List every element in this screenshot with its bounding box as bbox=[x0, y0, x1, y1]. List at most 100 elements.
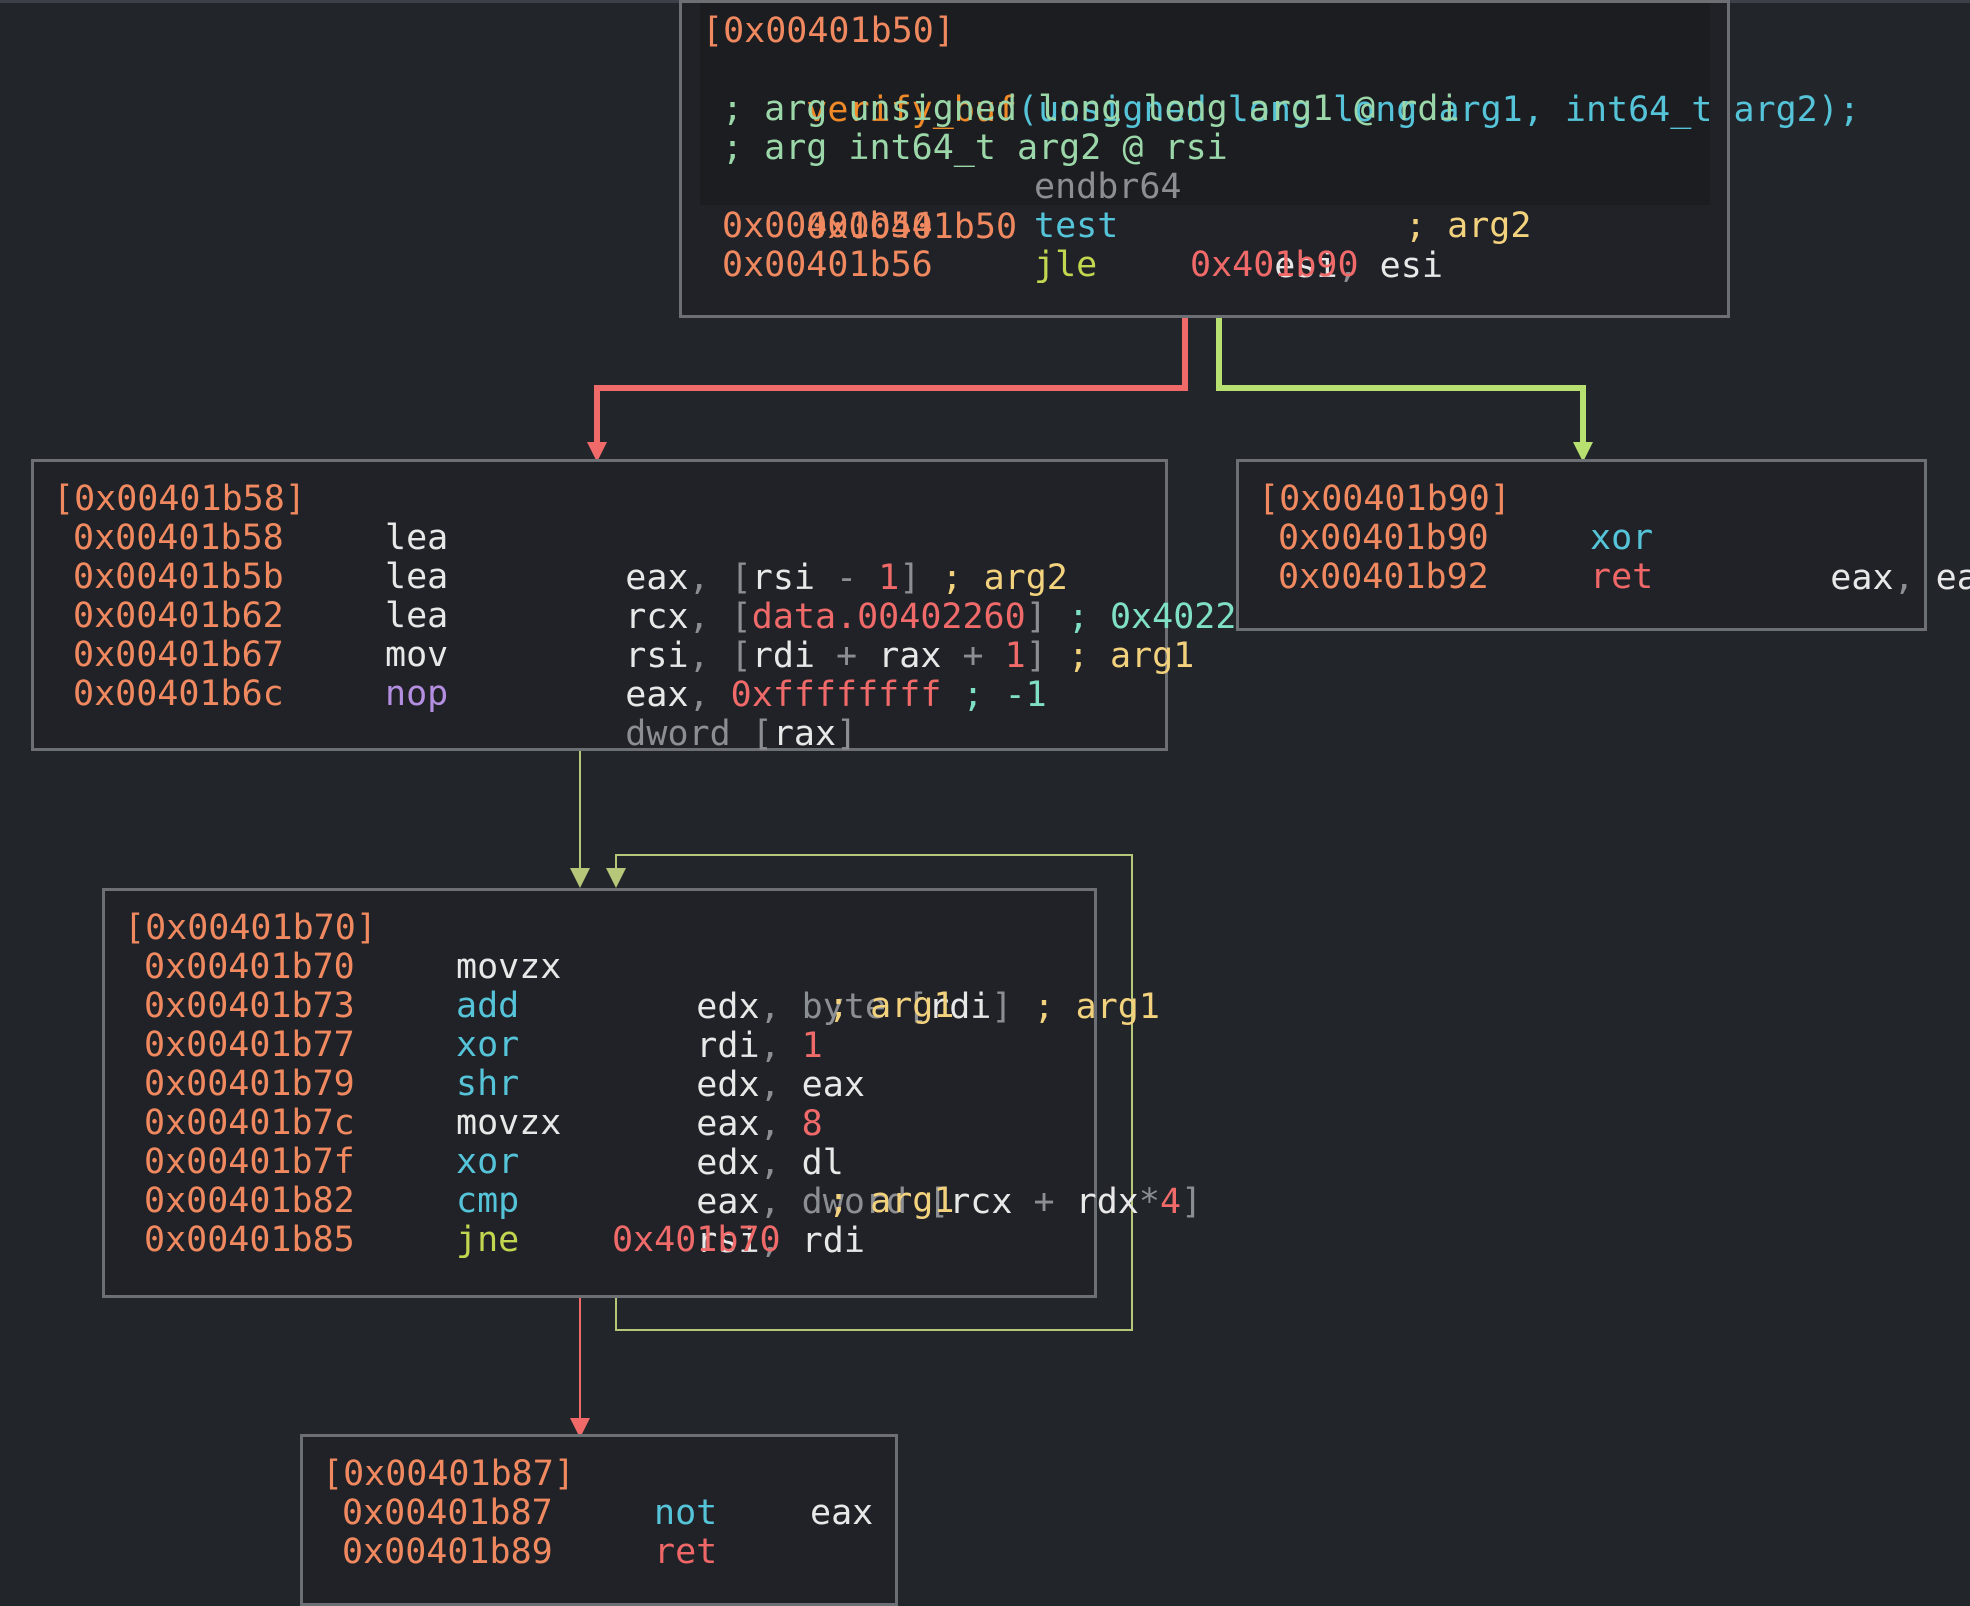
immediate: 0xffffffff bbox=[730, 675, 942, 715]
operand-separator: , bbox=[759, 1221, 781, 1261]
instruction-address[interactable]: 0x00401b82 bbox=[144, 1181, 355, 1221]
instruction-address[interactable]: 0x00401b6c bbox=[73, 674, 284, 714]
operand: rsi bbox=[696, 1221, 760, 1261]
operand: rax bbox=[878, 636, 942, 676]
size-specifier: dword bbox=[625, 714, 731, 754]
function-name[interactable]: verify_buf bbox=[806, 90, 1018, 130]
block-header: [0x00401b70] bbox=[124, 908, 377, 948]
instruction-address[interactable]: 0x00401b79 bbox=[144, 1064, 355, 1104]
instruction-address[interactable]: 0x00401b90 bbox=[1278, 518, 1489, 558]
operand: eax bbox=[801, 1065, 865, 1105]
instruction-comment: ; arg1 bbox=[1033, 987, 1160, 1027]
bracket: [ bbox=[928, 1182, 950, 1222]
instruction-mnemonic: xor bbox=[456, 1025, 520, 1065]
operand: rdi bbox=[751, 636, 815, 676]
operand: rdi bbox=[928, 987, 992, 1027]
operand: rsi bbox=[625, 636, 689, 676]
instruction-operands: rdi, 1 bbox=[612, 986, 822, 1106]
instruction-address[interactable]: 0x00401b85 bbox=[144, 1220, 355, 1260]
operand: rdx bbox=[1075, 1182, 1139, 1222]
instruction-operands: eax, 8 bbox=[612, 1064, 823, 1184]
arg-comment: ; arg int64_t arg2 @ rsi bbox=[722, 128, 1228, 168]
instruction-mnemonic: cmp bbox=[456, 1181, 520, 1221]
instruction-address[interactable]: 0x00401b56 bbox=[722, 245, 933, 285]
instruction-mnemonic: nop bbox=[385, 674, 449, 714]
operand-separator: , bbox=[759, 1182, 781, 1222]
block-header: [0x00401b87] bbox=[322, 1454, 575, 1494]
operand: rdi bbox=[696, 1026, 760, 1066]
instruction-address[interactable]: 0x00401b87 bbox=[342, 1493, 553, 1533]
block-header: [0x00401b50] bbox=[702, 11, 955, 51]
immediate: 4 bbox=[1159, 1182, 1182, 1222]
bracket: [ bbox=[751, 714, 773, 754]
bracket: ] bbox=[899, 558, 921, 598]
operand-separator: , bbox=[1337, 246, 1359, 286]
instruction-operands: eax, eax bbox=[1746, 518, 1970, 638]
operator: + bbox=[1033, 1182, 1055, 1222]
instruction-address[interactable]: 0x00401b92 bbox=[1278, 557, 1489, 597]
operand: rcx bbox=[949, 1182, 1013, 1222]
operand-separator: , bbox=[759, 1065, 781, 1105]
instruction-operands: rsi, rdi bbox=[612, 1181, 865, 1301]
instruction-comment: ; -1 bbox=[962, 675, 1047, 715]
instruction-mnemonic: movzx bbox=[456, 1103, 562, 1143]
edge-loop-b70 bbox=[615, 854, 1133, 1331]
instruction-address[interactable]: 0x00401b73 bbox=[144, 986, 355, 1026]
block-0x00401b70[interactable]: [0x00401b70] 0x00401b70 movzx edx, byte … bbox=[102, 888, 1202, 1301]
instruction-address[interactable]: 0x00401b67 bbox=[73, 635, 284, 675]
edge-true-b50-to-b90 bbox=[1216, 315, 1586, 445]
bracket: ] bbox=[836, 714, 858, 754]
jump-target[interactable]: 0x401b70 bbox=[612, 1220, 781, 1260]
operand: eax bbox=[625, 675, 689, 715]
instruction-address[interactable]: 0x00401b89 bbox=[342, 1532, 553, 1572]
operand: edx bbox=[696, 987, 760, 1027]
operand-separator: , bbox=[688, 636, 710, 676]
instruction-address[interactable]: 0x00401b5b bbox=[73, 557, 284, 597]
block-0x00401b90[interactable]: [0x00401b90] 0x00401b90 xor eax, eax 0x0… bbox=[1236, 459, 1970, 631]
operand: esi bbox=[1379, 246, 1443, 286]
instruction-row[interactable]: 0x00401b50 bbox=[722, 167, 1017, 287]
operand: rax bbox=[772, 714, 837, 754]
instruction-mnemonic: lea bbox=[385, 518, 449, 558]
instruction-address[interactable]: 0x00401b7f bbox=[144, 1142, 355, 1182]
jump-target[interactable]: 0x401b90 bbox=[1190, 245, 1359, 285]
block-header: [0x00401b58] bbox=[53, 479, 306, 519]
instruction-address[interactable]: 0x00401b77 bbox=[144, 1025, 355, 1065]
instruction-address[interactable]: 0x00401b70 bbox=[144, 947, 355, 987]
instruction-mnemonic: ret bbox=[1590, 557, 1654, 597]
block-0x00401b50[interactable]: [0x00401b50] verify_buf(unsigned long lo… bbox=[679, 0, 1860, 318]
instruction-address[interactable]: 0x00401b62 bbox=[73, 596, 284, 636]
instruction-mnemonic: not bbox=[654, 1493, 718, 1533]
instruction-operands: rsi, [rdi + rax + 1] ; arg1 bbox=[541, 596, 1194, 716]
bracket: ] bbox=[1025, 636, 1047, 676]
instruction-address[interactable]: 0x00401b50 bbox=[806, 207, 1018, 247]
instruction-operands: edx, byte [rdi] ; arg1 bbox=[612, 947, 1160, 1067]
instruction-mnemonic: lea bbox=[385, 557, 449, 597]
immediate: 8 bbox=[801, 1104, 823, 1144]
block-0x00401b58[interactable]: [0x00401b58] 0x00401b58 lea eax, [rsi - … bbox=[31, 459, 1279, 754]
size-specifier: byte bbox=[801, 987, 886, 1027]
operand: rcx bbox=[625, 597, 689, 637]
instruction-mnemonic: jne bbox=[456, 1220, 520, 1260]
operand: eax bbox=[696, 1104, 760, 1144]
instruction-mnemonic: movzx bbox=[456, 947, 562, 987]
operand: edx bbox=[696, 1065, 760, 1105]
function-signature[interactable]: verify_buf(unsigned long long arg1, int6… bbox=[722, 50, 1860, 170]
function-signature-highlight bbox=[700, 3, 1710, 205]
instruction-address[interactable]: 0x00401b54 bbox=[722, 206, 933, 246]
instruction-mnemonic: endbr64 bbox=[1034, 167, 1182, 207]
operand-separator: , bbox=[688, 558, 710, 598]
operator: * bbox=[1138, 1182, 1160, 1222]
block-0x00401b87[interactable]: [0x00401b87] 0x00401b87 not eax 0x00401b… bbox=[300, 1434, 898, 1606]
instruction-address[interactable]: 0x00401b7c bbox=[144, 1103, 355, 1143]
data-reference[interactable]: data.00402260 bbox=[751, 597, 1026, 637]
edge-arrow-icon bbox=[587, 442, 607, 462]
operator: + bbox=[836, 636, 858, 676]
instruction-mnemonic: mov bbox=[385, 635, 449, 675]
operator: + bbox=[962, 636, 984, 676]
edge-arrow-icon bbox=[570, 868, 590, 888]
instruction-operands: eax, [rsi - 1] ; arg2 bbox=[541, 518, 1068, 638]
instruction-address[interactable]: 0x00401b58 bbox=[73, 518, 284, 558]
instruction-operands: dword [rax] bbox=[541, 674, 857, 794]
